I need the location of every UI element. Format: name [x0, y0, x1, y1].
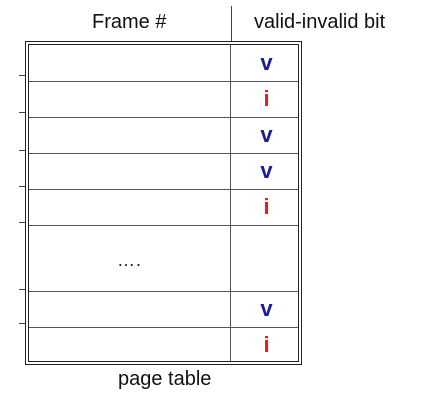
valid-bit: v — [260, 122, 273, 147]
row-separator — [29, 81, 298, 82]
page-table-entry: v — [29, 291, 298, 327]
valid-bit: v — [260, 50, 273, 75]
page-table-entry: …. — [29, 225, 298, 291]
invalid-bit: i — [263, 86, 270, 111]
valid-invalid-bit-header: valid-invalid bit — [254, 11, 386, 33]
page-table-entry: v — [29, 153, 298, 189]
invalid-bit: i — [263, 332, 270, 357]
row-tick-mark — [19, 323, 26, 324]
page-table-caption: page table — [118, 368, 212, 390]
column-divider — [230, 45, 231, 361]
row-separator — [29, 117, 298, 118]
row-separator — [29, 291, 298, 292]
ellipsis-text: …. — [116, 250, 142, 270]
valid-bit: v — [260, 158, 273, 183]
row-separator — [29, 189, 298, 190]
frame-number-header: Frame # — [92, 11, 167, 33]
row-separator — [29, 225, 298, 226]
row-tick-mark — [19, 75, 26, 76]
row-tick-mark — [19, 222, 26, 223]
row-tick-mark — [19, 186, 26, 187]
header-divider — [231, 6, 232, 42]
row-separator — [29, 153, 298, 154]
row-separator — [29, 327, 298, 328]
page-table-entry: i — [29, 189, 298, 225]
invalid-bit: i — [263, 194, 270, 219]
row-tick-mark — [19, 289, 26, 290]
page-table-entry: v — [29, 117, 298, 153]
row-tick-mark — [19, 150, 26, 151]
page-table-entry: i — [29, 81, 298, 117]
row-tick-mark — [19, 112, 26, 113]
page-table-entry: i — [29, 327, 298, 363]
valid-bit: v — [260, 296, 273, 321]
page-table-entry: v — [29, 45, 298, 81]
